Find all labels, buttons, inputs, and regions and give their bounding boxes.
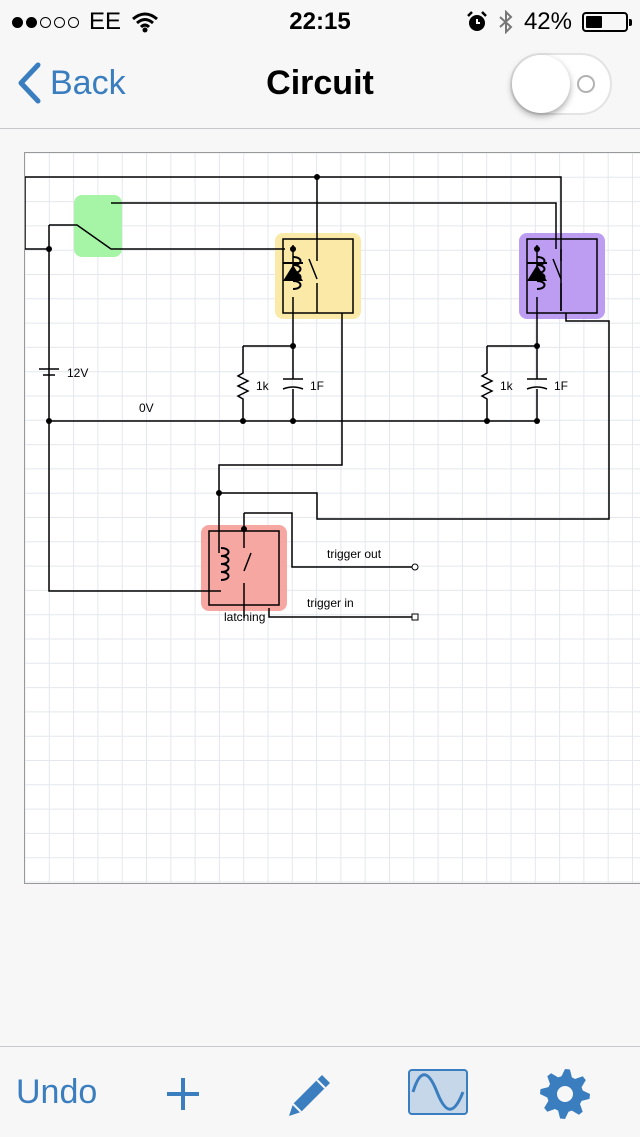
battery-percent: 42%: [523, 8, 572, 35]
status-bar: EE 22:15 42%: [0, 0, 640, 40]
bottom-toolbar: Undo: [0, 1046, 640, 1137]
toggle-knob: [512, 55, 570, 113]
pencil-icon[interactable]: [286, 1069, 336, 1119]
signal-dot: [26, 16, 37, 28]
signal-dot: [12, 16, 23, 28]
wifi-icon: [132, 12, 158, 33]
signal-dot: [68, 16, 79, 28]
label-trigger-out: trigger out: [327, 547, 382, 561]
signal-dot: [54, 16, 65, 28]
label-c2: 1F: [554, 379, 568, 393]
status-left: EE: [12, 8, 159, 36]
label-r2: 1k: [500, 379, 514, 393]
bluetooth-icon: [499, 10, 513, 34]
plus-icon[interactable]: [164, 1075, 202, 1113]
battery-icon: [582, 12, 632, 32]
back-button[interactable]: Back: [16, 62, 126, 104]
wires: [25, 176, 610, 618]
signal-dot: [40, 16, 51, 28]
view-toggle-switch[interactable]: [510, 53, 612, 115]
relay-latching-component[interactable]: [201, 525, 287, 611]
trigger-out-terminal[interactable]: [411, 563, 419, 571]
diode-yellow-icon: [283, 265, 303, 281]
sine-wave-icon: [411, 1073, 465, 1111]
chevron-left-icon: [18, 62, 41, 104]
label-0v: 0V: [139, 401, 154, 415]
label-trigger-in: trigger in: [307, 596, 354, 610]
relay-yellow-component[interactable]: [275, 233, 361, 319]
carrier-name: EE: [89, 8, 122, 35]
diode-purple-icon: [527, 265, 547, 281]
label-latching: latching: [224, 610, 265, 624]
waveform-toggle-button[interactable]: [408, 1069, 468, 1115]
status-time: 22:15: [289, 8, 351, 35]
relay-purple-component[interactable]: [519, 233, 605, 319]
toggle-off-indicator: [577, 75, 595, 93]
undo-button[interactable]: Undo: [16, 1073, 98, 1111]
status-right: 42%: [466, 8, 632, 36]
label-12v: 12V: [67, 366, 88, 380]
page-title: Circuit: [266, 64, 374, 102]
label-r1: 1k: [256, 379, 270, 393]
trigger-in-terminal[interactable]: [411, 613, 419, 621]
signal-strength-icon: [12, 16, 79, 28]
circuit-canvas[interactable]: 12V 0V 1k 1F 1k 1F trigger out trigger i…: [24, 152, 640, 884]
circuit-diagram[interactable]: 12V 0V 1k 1F 1k 1F trigger out trigger i…: [25, 153, 640, 884]
back-label: Back: [50, 63, 126, 102]
gear-icon[interactable]: [538, 1067, 592, 1121]
alarm-clock-icon: [467, 11, 487, 31]
switch-component[interactable]: [74, 195, 122, 257]
junctions: [46, 174, 540, 532]
label-c1: 1F: [310, 379, 324, 393]
navigation-bar: Back Circuit: [0, 40, 640, 129]
